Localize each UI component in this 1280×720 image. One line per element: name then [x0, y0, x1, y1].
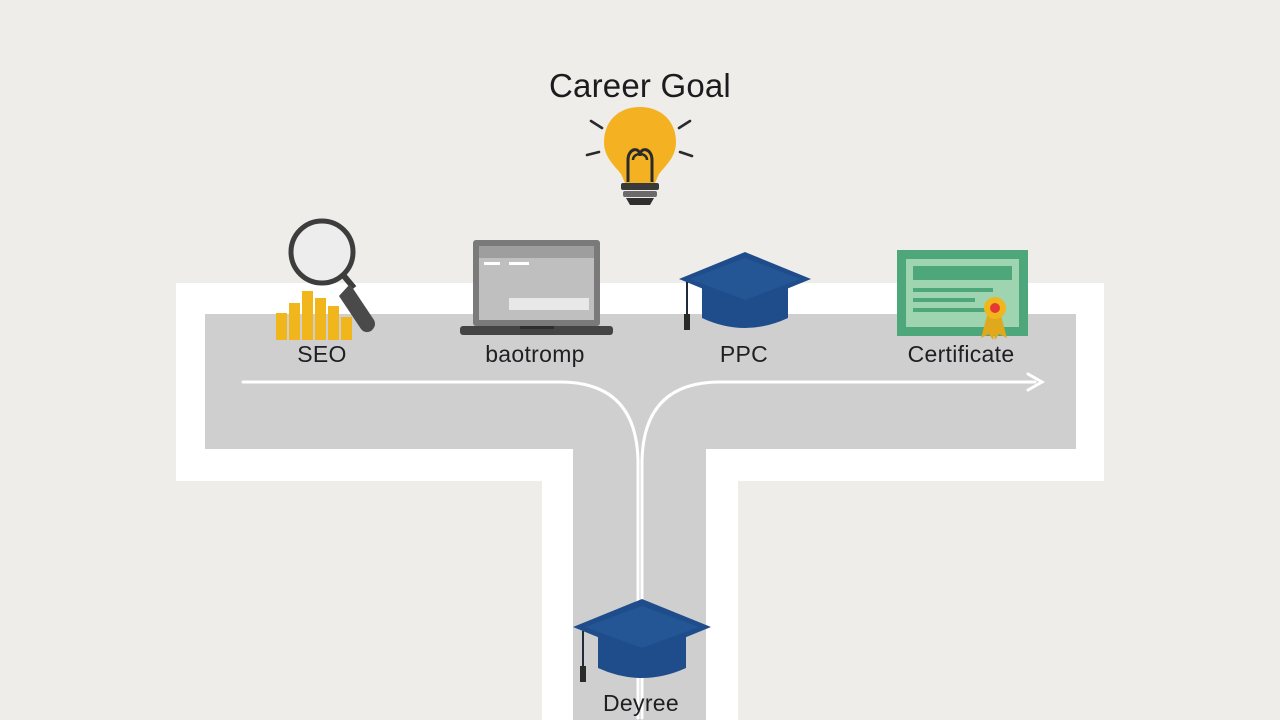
- node-label-bootcamp: baotromp: [485, 341, 585, 367]
- certificate-icon: [897, 250, 1028, 340]
- degree-cap-icon: [573, 599, 711, 682]
- bar-chart-icon: [276, 291, 352, 340]
- arrow-head-icon: [1026, 372, 1046, 392]
- laptop-icon: [460, 240, 613, 335]
- right-path-line: [640, 380, 1037, 720]
- graduation-cap-icon: [679, 252, 811, 330]
- seo-node: [276, 218, 375, 340]
- node-label-certificate: Certificate: [907, 341, 1015, 367]
- node-label-degree: Deyree: [603, 690, 679, 716]
- magnifier-icon: [288, 218, 375, 333]
- diagram-title: Career Goal: [549, 67, 731, 104]
- lightbulb-icon: [585, 107, 694, 205]
- node-label-ppc: PPC: [719, 341, 769, 367]
- node-label-seo: SEO: [297, 341, 347, 367]
- left-path-line: [241, 380, 640, 720]
- path-lines: [241, 372, 1046, 720]
